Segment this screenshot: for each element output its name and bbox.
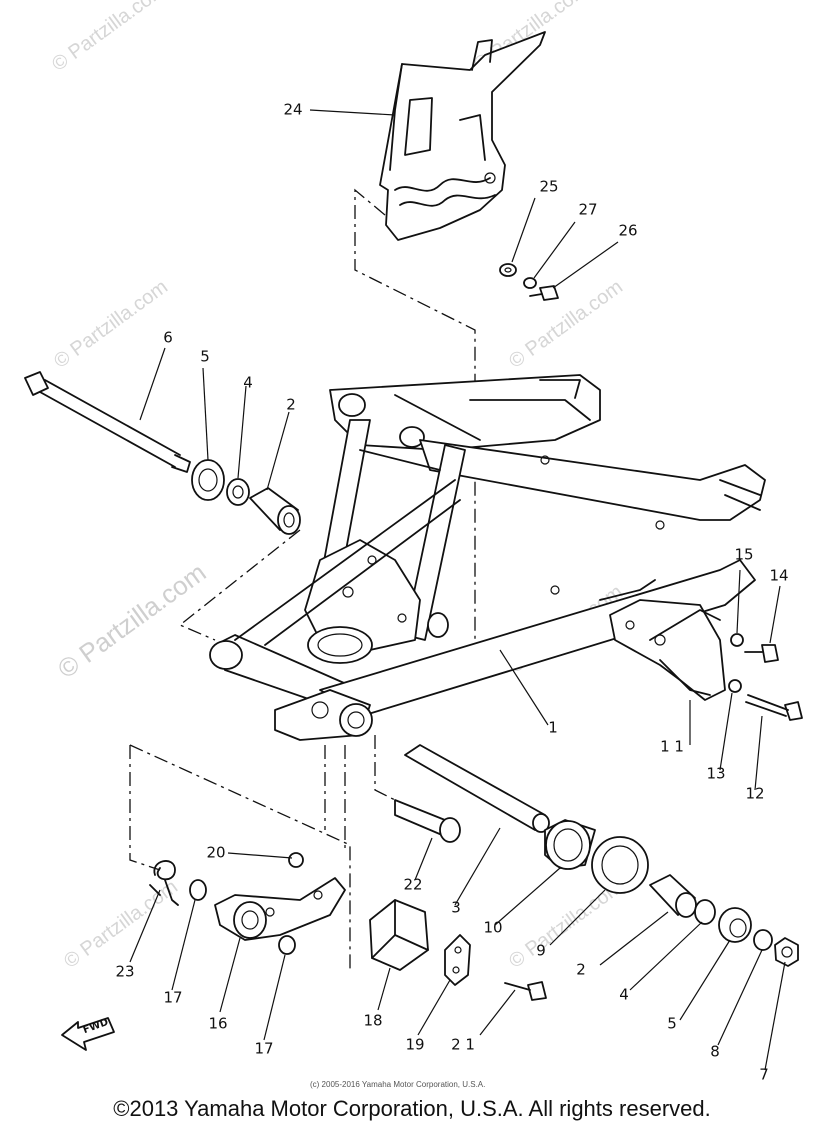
washer-part-8 bbox=[753, 929, 773, 951]
part-label-6: 6 bbox=[163, 328, 173, 347]
block-part-18 bbox=[369, 899, 429, 971]
copyright-notice: ©2013 Yamaha Motor Corporation, U.S.A. A… bbox=[113, 1096, 711, 1121]
chain-cover-part-24 bbox=[379, 31, 546, 241]
part-label-22: 22 bbox=[403, 875, 423, 894]
part-label-8: 8 bbox=[710, 1042, 720, 1061]
small-copyright-notice: (c) 2005-2016 Yamaha Motor Corporation, … bbox=[310, 1080, 486, 1089]
part-label-4: 4 bbox=[243, 373, 253, 392]
washer-part-4b bbox=[694, 899, 716, 925]
part-label-5b: 5 bbox=[667, 1014, 677, 1033]
part-label-18: 18 bbox=[363, 1011, 383, 1030]
part-label-14: 14 bbox=[769, 566, 789, 585]
swingarm-part-1 bbox=[209, 374, 766, 741]
part-label-7: 7 bbox=[759, 1065, 769, 1084]
part-label-21: 2 1 bbox=[451, 1035, 475, 1054]
part-label-27: 27 bbox=[578, 200, 598, 219]
part-label-24: 24 bbox=[283, 100, 303, 119]
collar-part-17b bbox=[278, 935, 296, 955]
part-label-25: 25 bbox=[539, 177, 559, 196]
bushing-part-2b bbox=[649, 874, 697, 918]
part-label-10: 10 bbox=[483, 918, 503, 937]
brake-arm-part-16 bbox=[214, 877, 346, 941]
part-label-9: 9 bbox=[536, 941, 546, 960]
part-label-3: 3 bbox=[451, 898, 461, 917]
nut-part-13 bbox=[728, 679, 742, 693]
part-label-12: 12 bbox=[745, 784, 765, 803]
part-label-17: 17 bbox=[163, 988, 183, 1007]
part-label-15: 15 bbox=[734, 545, 754, 564]
part-label-13: 13 bbox=[706, 764, 726, 783]
collar-part-17 bbox=[189, 879, 207, 901]
washer-part-25 bbox=[499, 263, 517, 277]
part-label-23: 23 bbox=[115, 962, 135, 981]
collar-part-10 bbox=[544, 819, 596, 870]
nut-part-7 bbox=[774, 937, 799, 967]
part-label-2b: 2 bbox=[576, 960, 586, 979]
bolt-part-14 bbox=[744, 644, 779, 663]
part-label-5: 5 bbox=[200, 347, 210, 366]
pivot-shaft-part-6 bbox=[24, 371, 191, 473]
bearing-race-part-9 bbox=[591, 836, 649, 894]
shaft-part-3 bbox=[404, 744, 550, 833]
part-label-16: 16 bbox=[208, 1014, 228, 1033]
spring-part-23 bbox=[149, 860, 179, 906]
bearing-part-5b bbox=[718, 907, 752, 943]
part-label-1: 1 bbox=[548, 718, 558, 737]
washer-part-27 bbox=[523, 277, 537, 289]
part-label-2: 2 bbox=[286, 395, 296, 414]
part-label-4b: 4 bbox=[619, 985, 629, 1004]
bushing-part-2 bbox=[249, 487, 301, 535]
nut-part-15 bbox=[730, 633, 744, 647]
washer-part-4 bbox=[226, 478, 250, 506]
part-label-20: 20 bbox=[206, 843, 226, 862]
part-label-11: 1 1 bbox=[660, 737, 684, 756]
bolt-part-21 bbox=[504, 981, 547, 1001]
part-label-19: 19 bbox=[405, 1035, 425, 1054]
forward-direction-arrow bbox=[61, 1017, 115, 1051]
plate-part-19 bbox=[444, 934, 471, 986]
bracket-part-11 bbox=[609, 599, 726, 701]
bolt-part-22 bbox=[394, 799, 461, 843]
part-label-26: 26 bbox=[618, 221, 638, 240]
bolt-part-12 bbox=[745, 694, 803, 721]
bolt-part-26 bbox=[529, 285, 559, 301]
nut-part-20 bbox=[288, 852, 304, 868]
bearing-part-5 bbox=[191, 459, 225, 501]
part-label-17b: 17 bbox=[254, 1039, 274, 1058]
